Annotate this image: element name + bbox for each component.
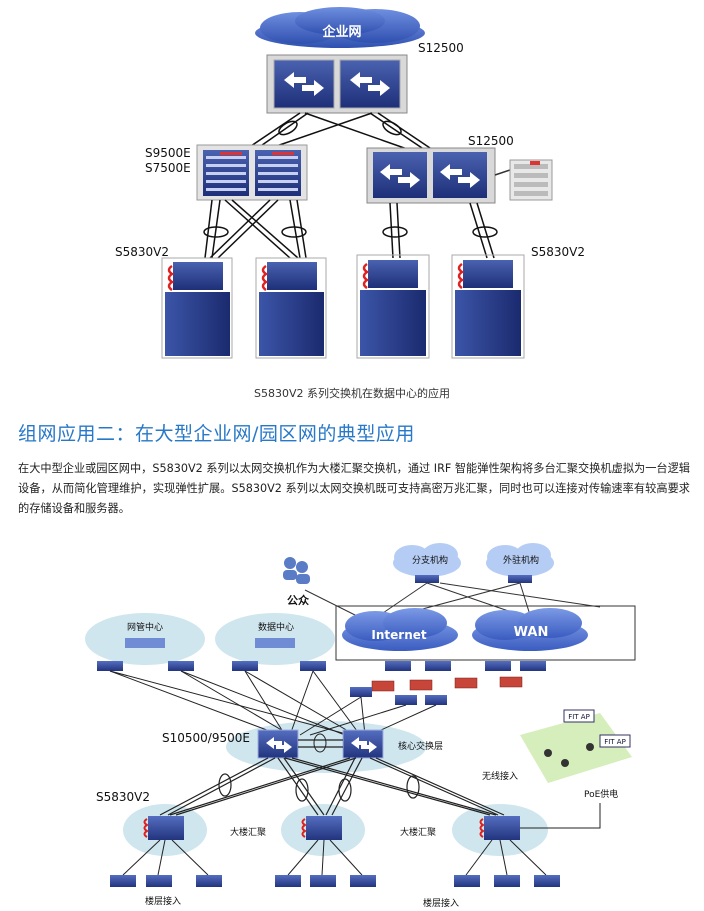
access-rack-2-icon [255,257,327,359]
netmgmt-label: 网管中心 [127,621,163,633]
core-switch-label: S12500 [418,41,464,55]
agg-switch-2-icon [301,816,342,840]
public-label: 公众 [287,593,310,607]
campus-network-diagram: 分支机构 外驻机构 公众 Internet WAN [85,543,636,909]
access-rack-3-icon [356,254,430,359]
access-right-label: S5830V2 [531,245,585,259]
floor-access-links [122,839,547,876]
public-users-icon [283,557,310,584]
datacenter-diagram: 企业网 S12500 S9500E S7500E [115,7,585,359]
core-mesh-links [109,670,437,736]
floor-switch-icons [110,875,560,887]
remote-office-cloud-icon [486,543,554,583]
aggregation-links [203,199,498,259]
left-agg-label-1: S9500E [145,146,191,160]
section-paragraph: 在大中型企业或园区网中，S5830V2 系列以太网交换机作为大楼汇聚交换机，通过… [18,462,690,515]
core-switch-icon [266,54,408,114]
figure-caption: S5830V2 系列交换机在数据中心的应用 [254,387,450,400]
core-switch-right-icon [342,729,384,759]
access-rack-4-icon [451,254,525,359]
zone-switch-icons [97,661,326,671]
agg-uplinks [159,757,505,816]
section-heading: 组网应用二：在大型企业网/园区网的典型应用 [18,423,415,445]
core-links [244,112,434,151]
dmz-switch-icons [350,687,447,705]
agg-switch-3-icon [479,816,520,840]
core-irf-ring [313,733,327,753]
firewall-icons [371,676,523,692]
floor-access-label-2: 楼层接入 [423,897,459,909]
datacenter-label: 数据中心 [258,621,294,633]
fit-ap-1-label: FIT AP [568,713,590,721]
access-device-label: S5830V2 [96,790,150,804]
core-layer-label: 核心交换层 [398,740,443,752]
bldg-agg-label-1: 大楼汇聚 [230,826,266,838]
core-switch-left-icon [257,729,299,759]
poe-link [520,803,601,829]
left-aggregation-switch-icon [196,144,308,201]
remote-office-label: 外驻机构 [503,554,539,566]
wireless-label: 无线接入 [482,770,518,782]
enterprise-cloud-icon [255,7,425,48]
internet-label: Internet [371,628,426,642]
access-left-label: S5830V2 [115,245,169,259]
floor-access-label-1: 楼层接入 [145,895,181,907]
left-agg-label-2: S7500E [145,161,191,175]
enterprise-cloud-label: 企业网 [321,24,361,40]
storage-device-icon [494,159,553,201]
netmgmt-servers-icon [125,638,165,648]
wan-cloud-icon [472,608,588,651]
fit-ap-2-icon [599,734,631,748]
branch-label: 分支机构 [412,554,448,566]
core-device-label: S10500/9500E [162,731,250,745]
wireless-zone-icon [520,713,632,783]
internet-cloud-icon [342,608,458,651]
right-agg-label: S12500 [468,134,514,148]
poe-label: PoE供电 [584,788,618,800]
agg-switch-1-icon [143,816,184,840]
fit-ap-2-label: FIT AP [604,738,626,746]
core-irf-link [298,739,343,748]
fit-ap-1-icon [563,709,595,723]
bldg-agg-label-2: 大楼汇聚 [400,826,436,838]
access-rack-1-icon [161,257,233,359]
right-aggregation-switch-icon [366,147,496,204]
datacenter-servers-icon [255,638,295,648]
edge-router-icons [385,661,546,671]
branch-cloud-icon [393,543,461,583]
wan-label: WAN [514,625,549,640]
wan-frame [335,605,636,661]
